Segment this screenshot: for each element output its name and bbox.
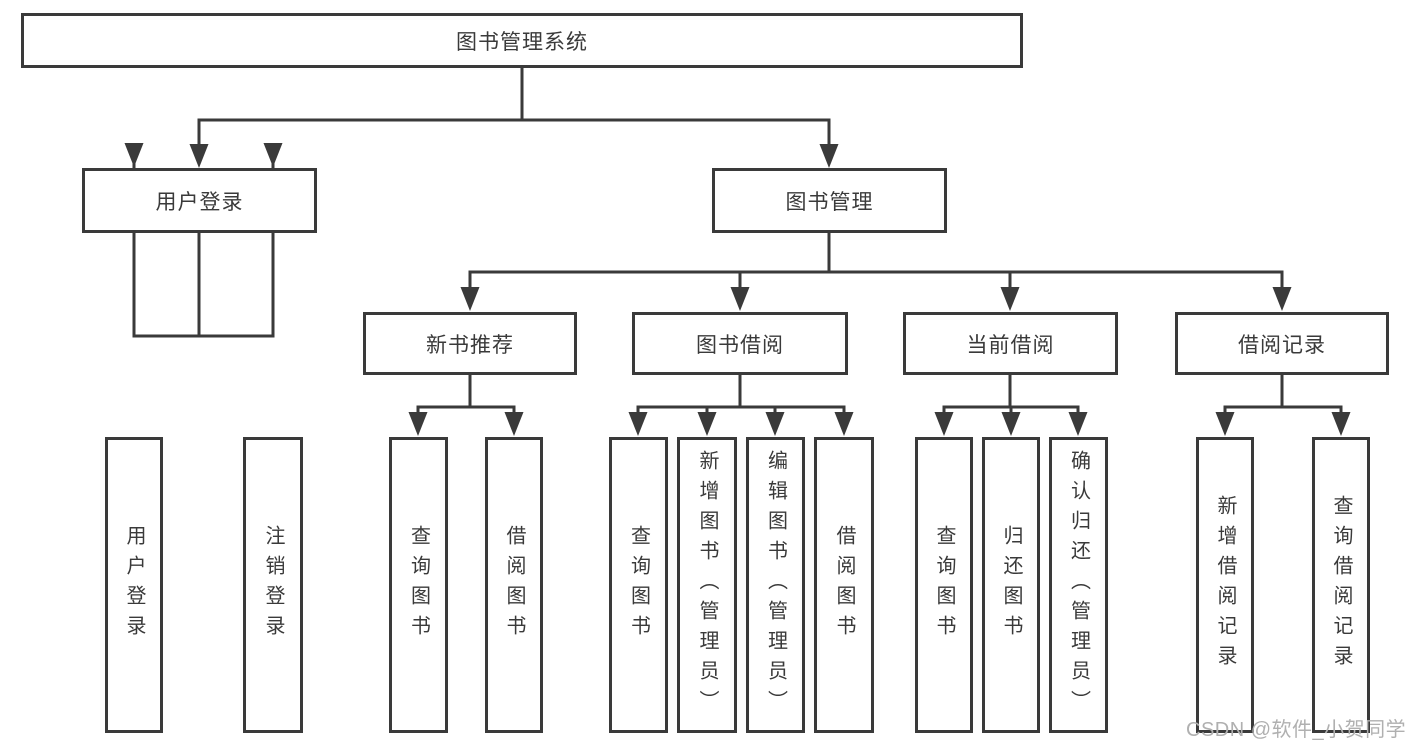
node-label: 图书管理系统 (456, 30, 588, 54)
arrowhead-icon (1001, 412, 1021, 436)
leaf-label: 查询图书 (407, 525, 430, 645)
node-label: 新书推荐 (426, 333, 514, 357)
arrowhead-icon (504, 412, 524, 436)
leaf-label: 用户登录 (123, 525, 145, 645)
node-borrowing-records: 借阅记录 (1175, 312, 1389, 375)
leaf-return-book: 归还图书 (982, 437, 1040, 733)
leaf-label: 确认归还（管理员） (1067, 450, 1090, 720)
node-label: 借阅记录 (1238, 333, 1326, 357)
node-new-book-recommend: 新书推荐 (363, 312, 577, 375)
arrowhead-icon (263, 143, 283, 167)
leaf-add-book-admin: 新增图书（管理员） (677, 437, 737, 733)
leaf-confirm-return-admin: 确认归还（管理员） (1049, 437, 1108, 733)
node-label: 用户登录 (155, 190, 244, 214)
arrowhead-icon (408, 412, 428, 436)
leaf-label: 归还图书 (1000, 525, 1022, 645)
arrowhead-icon (460, 287, 480, 311)
leaf-borrow-books-1: 借阅图书 (485, 437, 543, 733)
arrowhead-icon (697, 412, 717, 436)
node-user-login: 用户登录 (82, 168, 317, 233)
node-library-system: 图书管理系统 (21, 13, 1023, 68)
leaf-add-borrow-record: 新增借阅记录 (1196, 437, 1254, 733)
node-book-borrowing: 图书借阅 (632, 312, 848, 375)
leaf-label: 新增图书（管理员） (696, 450, 718, 720)
leaf-label: 注销登录 (262, 525, 284, 645)
leaf-query-books-1: 查询图书 (389, 437, 448, 733)
leaf-query-borrow-record: 查询借阅记录 (1312, 437, 1370, 733)
arrowhead-icon (730, 287, 750, 311)
leaf-borrow-books-2: 借阅图书 (814, 437, 874, 733)
arrowhead-icon (1331, 412, 1351, 436)
leaf-label: 借阅图书 (833, 525, 855, 645)
arrowhead-icon (1000, 287, 1020, 311)
arrowhead-icon (765, 412, 785, 436)
node-current-borrowing: 当前借阅 (903, 312, 1118, 375)
node-label: 图书管理 (785, 190, 874, 214)
leaf-label: 查询借阅记录 (1330, 495, 1352, 675)
leaf-query-books-3: 查询图书 (915, 437, 973, 733)
leaf-label: 借阅图书 (503, 525, 525, 645)
arrowhead-icon (834, 412, 854, 436)
arrowhead-icon (628, 412, 648, 436)
leaf-user-login: 用户登录 (105, 437, 163, 733)
arrowhead-icon (189, 144, 209, 168)
leaf-edit-book-admin: 编辑图书（管理员） (746, 437, 805, 733)
leaf-label: 查询图书 (933, 525, 955, 645)
leaf-logout: 注销登录 (243, 437, 303, 733)
node-label: 当前借阅 (966, 333, 1055, 357)
arrowhead-icon (934, 412, 954, 436)
leaf-label: 查询图书 (627, 525, 650, 645)
arrowhead-icon (1272, 287, 1292, 311)
arrowhead-icon (1215, 412, 1235, 436)
arrowhead-icon (819, 144, 839, 168)
leaf-query-books-2: 查询图书 (609, 437, 668, 733)
arrowhead-icon (1068, 412, 1088, 436)
arrowhead-icon (124, 143, 144, 167)
leaf-label: 新增借阅记录 (1214, 495, 1236, 675)
node-label: 图书借阅 (696, 333, 784, 357)
leaf-label: 编辑图书（管理员） (764, 450, 787, 720)
node-book-management: 图书管理 (712, 168, 947, 233)
csdn-watermark: CSDN @软件_小贺同学 (1186, 719, 1405, 741)
